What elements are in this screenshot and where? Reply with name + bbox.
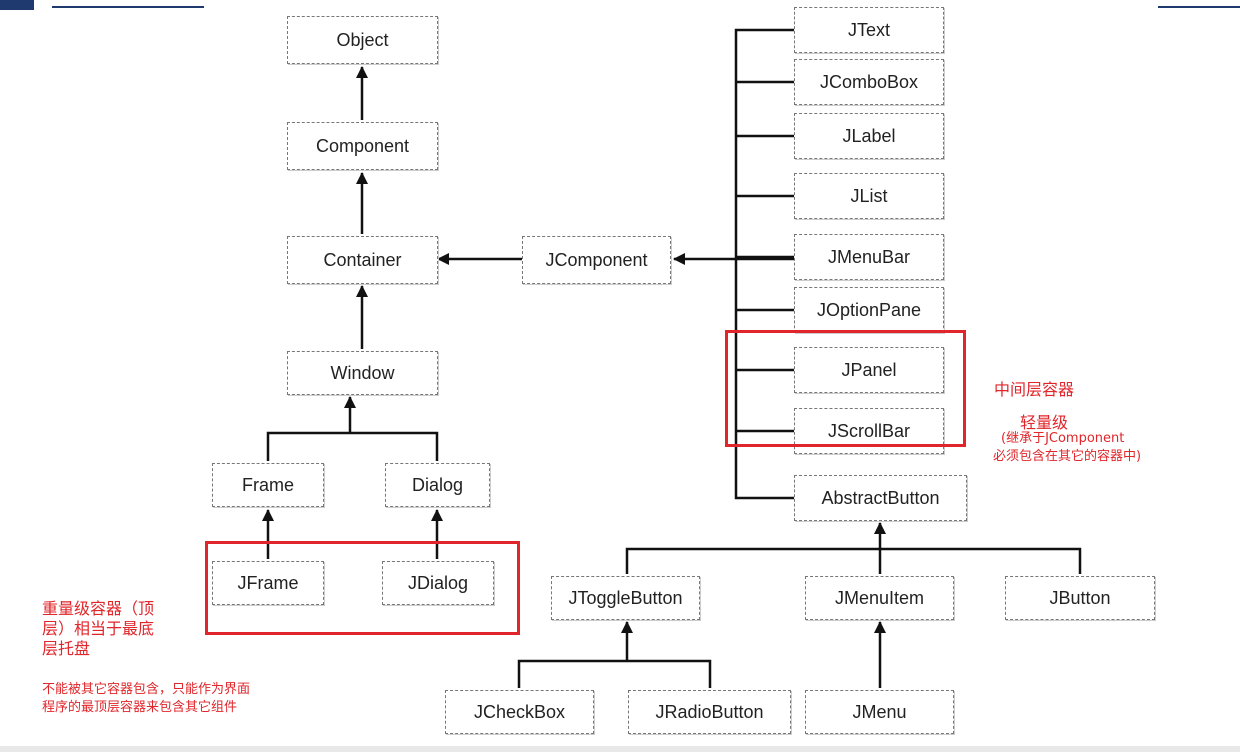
node-dialog: Dialog (385, 463, 490, 507)
node-jframe: JFrame (212, 561, 324, 605)
node-jdialog: JDialog (382, 561, 494, 605)
node-jmenu: JMenu (805, 690, 954, 734)
note-heavy-note2: 程序的最顶层容器来包含其它组件 (42, 700, 238, 715)
highlight-middle-box (725, 330, 966, 447)
header-accent-line-right (1158, 6, 1240, 8)
note-heavy-note1: 不能被其它容器包含，只能作为界面 (42, 682, 251, 697)
node-window: Window (287, 351, 438, 395)
node-container: Container (287, 236, 438, 284)
node-frame: Frame (212, 463, 324, 507)
header-accent-block (0, 0, 34, 10)
node-jcomponent: JComponent (522, 236, 671, 284)
slide-footer-strip (0, 746, 1240, 752)
node-jmenubar: JMenuBar (794, 234, 944, 280)
node-jtext: JText (794, 7, 944, 53)
note-heavy-line1: 重量级容器（顶 (42, 599, 155, 618)
note-middle-sub: 轻量级 (1020, 413, 1069, 432)
node-jlabel: JLabel (794, 113, 944, 159)
node-jradiobutton: JRadioButton (628, 690, 791, 734)
highlight-heavyweight-box (205, 541, 520, 635)
header-accent-line-left (52, 6, 204, 8)
node-jbutton: JButton (1005, 576, 1155, 620)
note-middle-line2: 必须包含在其它的容器中) (993, 449, 1142, 464)
note-heavy-line3: 层托盘 (42, 639, 91, 658)
node-jlist: JList (794, 173, 944, 219)
node-object: Object (287, 16, 438, 64)
node-jpanel: JPanel (794, 347, 944, 393)
node-jcombobox: JComboBox (794, 59, 944, 105)
note-middle-line1: (继承于JComponent (1001, 431, 1125, 446)
node-jmenuitem: JMenuItem (805, 576, 954, 620)
node-jtogglebutton: JToggleButton (551, 576, 700, 620)
slide-header-bar (0, 0, 1240, 12)
note-heavy-line2: 层）相当于最底 (42, 619, 155, 638)
node-component: Component (287, 122, 438, 170)
note-middle-title: 中间层容器 (994, 380, 1075, 399)
node-joptionpane: JOptionPane (794, 287, 944, 333)
node-jcheckbox: JCheckBox (445, 690, 594, 734)
node-abstractbutton: AbstractButton (794, 475, 967, 521)
